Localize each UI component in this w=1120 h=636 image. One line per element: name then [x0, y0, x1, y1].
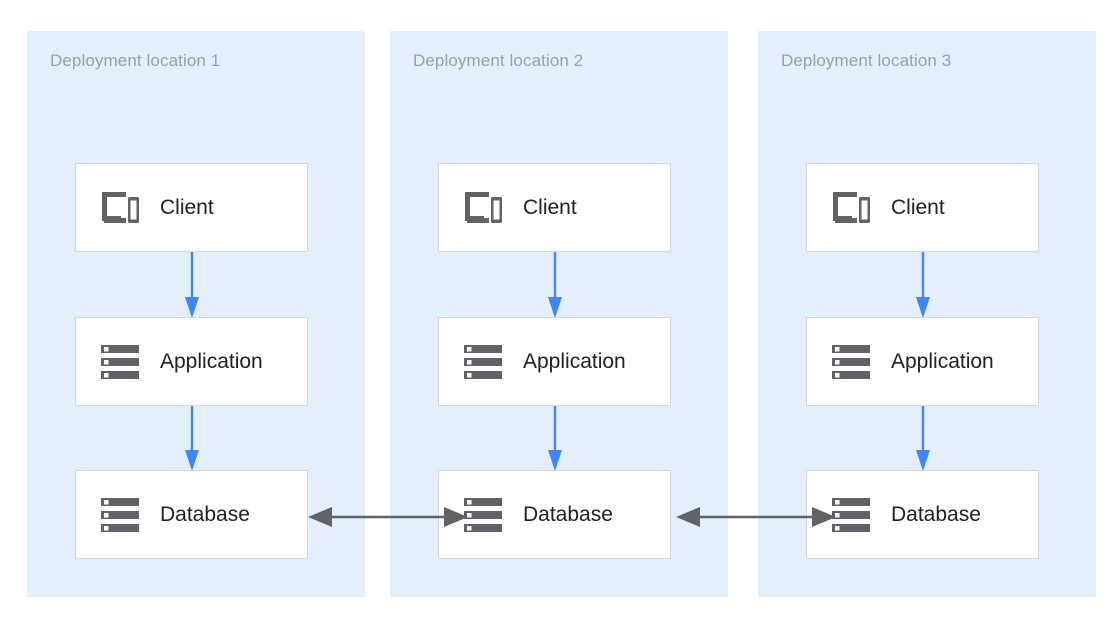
node-label-application-1: Application — [160, 349, 263, 373]
node-client-3[interactable]: Client — [806, 163, 1039, 252]
server-stack-icon — [98, 340, 142, 384]
node-database-1[interactable]: Database — [75, 470, 308, 559]
server-stack-icon — [461, 340, 505, 384]
node-client-1[interactable]: Client — [75, 163, 308, 252]
panel-label-1: Deployment location 1 — [50, 51, 221, 70]
replication-arrow-1-to-2 — [308, 505, 468, 529]
node-database-3[interactable]: Database — [806, 470, 1039, 559]
flow-arrow-client-to-application-3 — [914, 252, 932, 318]
client-devices-icon — [461, 186, 505, 230]
node-label-application-3: Application — [891, 349, 994, 373]
deployment-location-panel-1: Deployment location 1 Client — [27, 31, 365, 597]
node-label-client-2: Client — [523, 195, 577, 219]
flow-arrow-client-to-application-2 — [546, 252, 564, 318]
node-label-client-3: Client — [891, 195, 945, 219]
node-application-2[interactable]: Application — [438, 317, 671, 406]
deployment-location-panel-3: Deployment location 3 Client — [758, 31, 1096, 597]
panel-label-3: Deployment location 3 — [781, 51, 952, 70]
deployment-location-panel-2: Deployment location 2 Client — [390, 31, 728, 597]
client-devices-icon — [98, 186, 142, 230]
server-stack-icon — [98, 493, 142, 537]
node-label-client-1: Client — [160, 195, 214, 219]
flow-arrow-application-to-database-3 — [914, 406, 932, 471]
node-database-2[interactable]: Database — [438, 470, 671, 559]
node-application-3[interactable]: Application — [806, 317, 1039, 406]
panel-label-2: Deployment location 2 — [413, 51, 584, 70]
server-stack-icon — [461, 493, 505, 537]
server-stack-icon — [829, 493, 873, 537]
replication-arrow-2-to-3 — [676, 505, 836, 529]
node-label-database-1: Database — [160, 502, 250, 526]
node-client-2[interactable]: Client — [438, 163, 671, 252]
flow-arrow-application-to-database-1 — [183, 406, 201, 471]
client-devices-icon — [829, 186, 873, 230]
node-label-application-2: Application — [523, 349, 626, 373]
node-application-1[interactable]: Application — [75, 317, 308, 406]
server-stack-icon — [829, 340, 873, 384]
node-label-database-2: Database — [523, 502, 613, 526]
node-label-database-3: Database — [891, 502, 981, 526]
flow-arrow-client-to-application-1 — [183, 252, 201, 318]
flow-arrow-application-to-database-2 — [546, 406, 564, 471]
